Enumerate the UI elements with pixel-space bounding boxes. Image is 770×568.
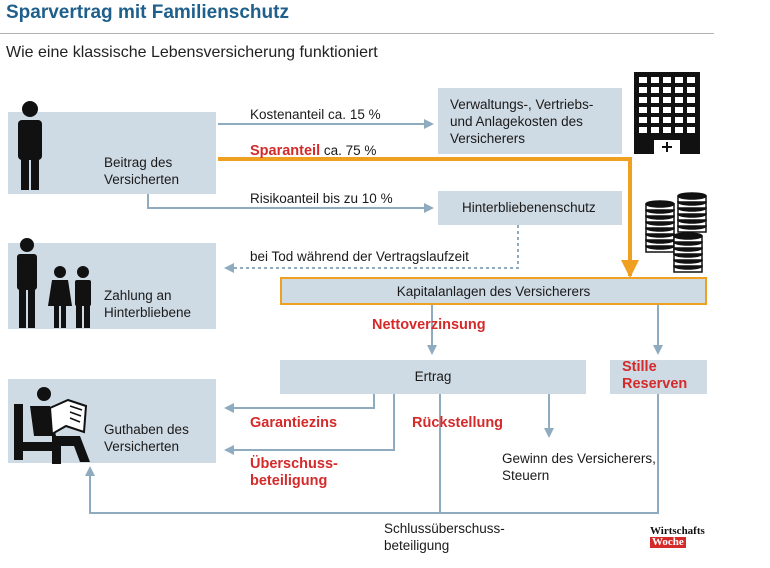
- building-window: [687, 117, 695, 123]
- bei-tod-label: bei Tod während der Vertragslaufzeit: [250, 249, 469, 264]
- tod-arrow: [224, 225, 519, 273]
- gewinn-label: Gewinn des Versicherers, Steuern: [502, 451, 656, 483]
- building-window: [675, 97, 683, 103]
- stille-reserven-label: Stille Reserven: [622, 359, 688, 392]
- reader-icon: [14, 387, 90, 464]
- nettoverzinsung-label: Nettoverzinsung: [372, 317, 486, 333]
- building-window: [687, 77, 695, 83]
- building-window: [687, 87, 695, 93]
- building-window: [639, 127, 647, 133]
- building-window: [687, 107, 695, 113]
- kostenanteil-label: Kostenanteil ca. 15 %: [250, 107, 381, 122]
- building-window: [639, 77, 647, 83]
- building-window: [651, 117, 659, 123]
- box-verwaltung: Verwaltungs-, Vertriebs- und Anlagekoste…: [438, 88, 622, 154]
- building-window: [663, 77, 671, 83]
- page-title: Sparvertrag mit Familienschutz: [6, 2, 289, 23]
- risikoanteil-label: Risikoanteil bis zu 10 %: [250, 191, 393, 206]
- building-window: [639, 117, 647, 123]
- beitrag-label: Beitrag des Versicherten: [104, 155, 180, 187]
- kapitalanlagen-label: Kapitalanlagen des Versicherers: [396, 284, 591, 299]
- sparanteil-percent: ca. 75 %: [320, 143, 377, 158]
- zahlung-label: Zahlung an Hinterbliebene: [104, 288, 192, 320]
- schluss-arrow: [85, 393, 659, 514]
- building-window: [675, 87, 683, 93]
- coin-top: [673, 232, 703, 240]
- box-ertrag: Ertrag: [280, 360, 586, 394]
- box-kapitalanlagen: Kapitalanlagen des Versicherers: [280, 277, 707, 305]
- title-divider: [0, 33, 714, 34]
- building-window: [651, 97, 659, 103]
- garantiezins-label: Garantiezins: [250, 415, 338, 431]
- page-subtitle: Wie eine klassische Lebensversicherung f…: [6, 44, 378, 61]
- family-icon: [17, 238, 91, 328]
- sparanteil-label: Sparanteil ca. 75 %: [250, 142, 376, 160]
- garantie-arrow: [224, 393, 375, 413]
- building-window: [663, 127, 671, 133]
- verwaltung-label: Verwaltungs-, Vertriebs- und Anlagekoste…: [450, 97, 594, 146]
- building-window: [639, 97, 647, 103]
- ueberschuss-label: Überschuss- beteiligung: [250, 456, 338, 489]
- box-hinterbliebenenschutz: Hinterbliebenenschutz: [438, 191, 622, 225]
- logo-line-1: Wirtschafts: [650, 525, 705, 537]
- logo-line-2: Woche: [650, 536, 686, 548]
- wirtschaftswoche-logo: Wirtschafts Woche: [650, 526, 710, 548]
- building-window: [663, 117, 671, 123]
- box-beitrag: Beitrag des Versicherten: [8, 112, 216, 194]
- building-window: [651, 107, 659, 113]
- guthaben-label: Guthaben des Versicherten: [104, 422, 189, 454]
- building-window: [687, 97, 695, 103]
- coin-top: [677, 192, 707, 200]
- building-window: [651, 77, 659, 83]
- coins-icon: [645, 192, 707, 273]
- building-window: [675, 127, 683, 133]
- building-window: [675, 117, 683, 123]
- building-window: [675, 107, 683, 113]
- spar-arrow: [218, 157, 639, 278]
- building-icon: [634, 72, 700, 154]
- ertrag-label: Ertrag: [414, 369, 452, 384]
- risiko-arrow: [147, 193, 434, 213]
- building-window: [687, 127, 695, 133]
- building-window: [651, 127, 659, 133]
- building-window: [639, 107, 647, 113]
- building-window: [639, 87, 647, 93]
- ueberschuss-arrow: [224, 393, 395, 455]
- schluss-label: Schlussüberschuss- beteiligung: [384, 521, 505, 553]
- person-icon: [18, 101, 42, 190]
- building-window: [651, 87, 659, 93]
- rueckstellung-label: Rückstellung: [412, 415, 504, 431]
- hinterbliebenenschutz-label: Hinterbliebenenschutz: [462, 200, 596, 215]
- box-stille-reserven: Stille Reserven: [610, 359, 707, 394]
- building-window: [663, 107, 671, 113]
- sparanteil-keyword: Sparanteil: [250, 143, 321, 159]
- building-window: [663, 97, 671, 103]
- building-window: [663, 87, 671, 93]
- building-window: [675, 77, 683, 83]
- box-zahlung: Zahlung an Hinterbliebene: [8, 243, 216, 329]
- coin-top: [645, 200, 675, 208]
